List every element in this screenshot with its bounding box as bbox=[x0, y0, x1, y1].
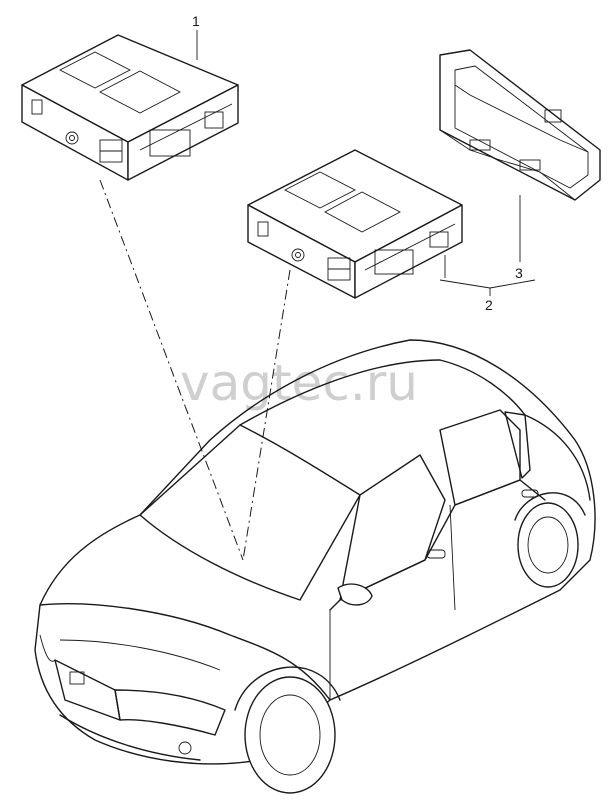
watermark: vagtec.ru bbox=[180, 354, 418, 412]
mounting-frame-3[interactable] bbox=[439, 49, 601, 201]
leader-dash-1 bbox=[99, 179, 244, 561]
callout-1: 1 bbox=[192, 13, 200, 29]
car-illustration bbox=[34, 339, 596, 794]
callout-3: 3 bbox=[515, 265, 523, 281]
leader-lines bbox=[99, 30, 536, 561]
radio-unit-1[interactable] bbox=[21, 34, 239, 181]
bracket-2 bbox=[439, 279, 536, 289]
callout-2: 2 bbox=[485, 297, 493, 313]
leader-dash-2 bbox=[242, 269, 291, 561]
radio-unit-2[interactable] bbox=[247, 149, 463, 299]
